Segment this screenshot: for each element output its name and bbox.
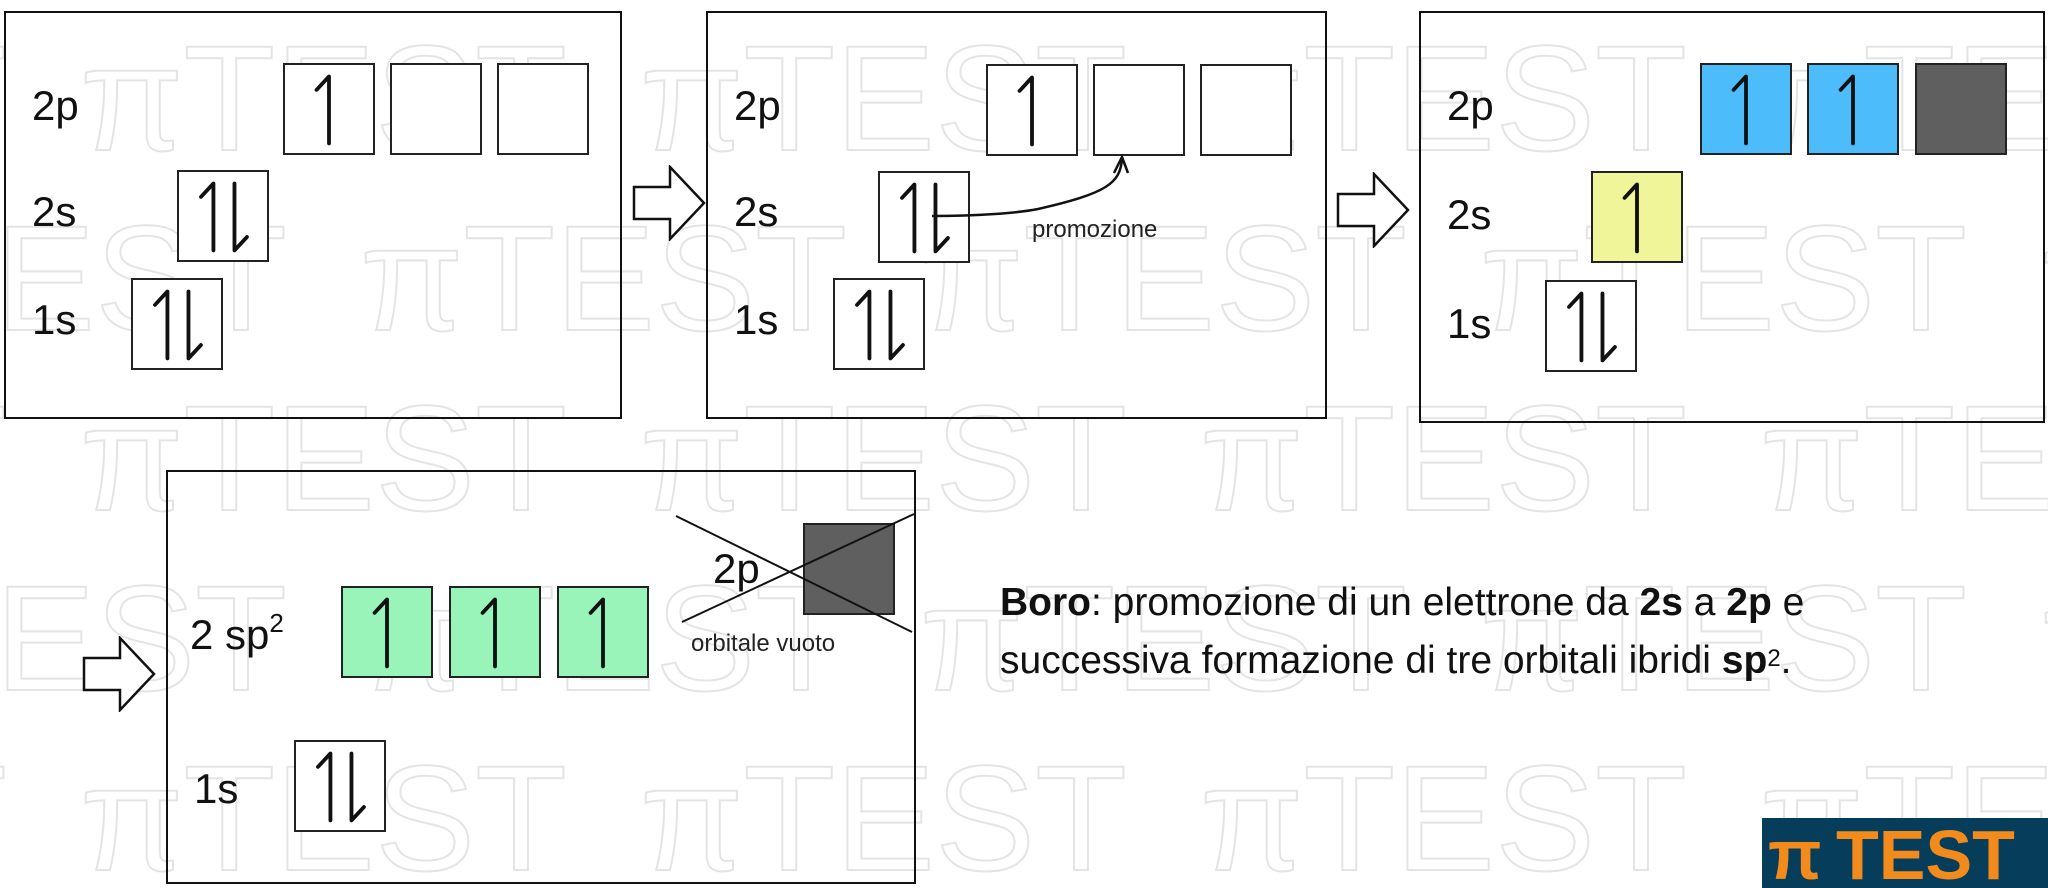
block-arrow-right-icon bbox=[82, 636, 156, 712]
spin-up-arrow bbox=[314, 74, 331, 146]
orbital-1s bbox=[833, 278, 925, 370]
panel-ground-state: 2p 2s 1s bbox=[4, 11, 622, 419]
label-2s: 2s bbox=[734, 188, 779, 235]
spin-up-arrow bbox=[855, 289, 872, 361]
block-arrow-right-icon bbox=[632, 165, 706, 241]
orbital-2s bbox=[1591, 171, 1683, 263]
orbital-2p-empty bbox=[803, 523, 895, 615]
empty-orbital-label: orbitale vuoto bbox=[691, 630, 836, 657]
label-2p-crossed: 2p bbox=[713, 545, 760, 592]
orbital-2s bbox=[177, 170, 269, 262]
caption: Boro: promozione di un elettrone da 2s a… bbox=[1000, 581, 1805, 682]
orbital-2p-3 bbox=[1200, 64, 1292, 156]
cross-out-mark bbox=[675, 513, 915, 633]
spin-down-arrow bbox=[933, 182, 950, 254]
orbital-sp2-3 bbox=[557, 586, 649, 678]
label-2p: 2p bbox=[1447, 82, 1494, 129]
orbital-2p-1 bbox=[986, 64, 1078, 156]
spin-down-arrow bbox=[1600, 291, 1617, 363]
orbital-2p-3-empty bbox=[1915, 63, 2007, 155]
label-2s: 2s bbox=[32, 188, 77, 235]
panel-hybridization: 2 sp2 1s 2p orbitale vuoto bbox=[166, 470, 916, 884]
panel-excited-state: 2p 2s 1s bbox=[1419, 11, 2045, 423]
orbital-2p-3 bbox=[497, 63, 589, 155]
promotion-label: promozione bbox=[1032, 216, 1158, 243]
spin-up-arrow bbox=[153, 289, 170, 361]
spin-up-arrow bbox=[1838, 74, 1855, 146]
spin-down-arrow bbox=[349, 751, 366, 823]
label-1s: 1s bbox=[194, 765, 239, 812]
spin-up-arrow bbox=[1622, 182, 1639, 254]
spin-up-arrow bbox=[900, 182, 917, 254]
orbital-1s bbox=[294, 740, 386, 832]
spin-up-arrow bbox=[372, 597, 389, 669]
orbital-2p-2 bbox=[1807, 63, 1899, 155]
pitest-logo: π TEST bbox=[1762, 818, 2048, 888]
logo-text: TEST bbox=[1836, 818, 2015, 888]
logo-pi: π bbox=[1768, 818, 1822, 888]
orbital-2p-1 bbox=[1700, 63, 1792, 155]
orbital-2p-2 bbox=[390, 63, 482, 155]
promotion-curved-arrow bbox=[931, 153, 1130, 218]
block-arrow-right-icon bbox=[1336, 172, 1410, 248]
label-1s: 1s bbox=[32, 296, 77, 343]
orbital-2p-1 bbox=[283, 63, 375, 155]
spin-up-arrow bbox=[1017, 75, 1034, 147]
spin-up-arrow bbox=[1567, 291, 1584, 363]
spin-up-arrow bbox=[316, 751, 333, 823]
label-2p: 2p bbox=[734, 82, 781, 129]
panel-promotion: 2p 2s 1s promozione bbox=[706, 11, 1327, 419]
spin-up-arrow bbox=[1731, 74, 1748, 146]
label-1s: 1s bbox=[1447, 300, 1492, 347]
orbital-2p-2 bbox=[1093, 64, 1185, 156]
label-sp2: 2 sp2 bbox=[190, 608, 284, 658]
spin-down-arrow bbox=[186, 289, 203, 361]
svg-text:πTEST: πTEST bbox=[2040, 554, 2048, 722]
spin-up-arrow bbox=[199, 181, 216, 253]
orbital-1s bbox=[1545, 280, 1637, 372]
svg-text:πTEST: πTEST bbox=[0, 734, 7, 888]
label-2p: 2p bbox=[32, 82, 79, 129]
label-2s: 2s bbox=[1447, 191, 1492, 238]
label-1s: 1s bbox=[734, 296, 779, 343]
spin-up-arrow bbox=[588, 597, 605, 669]
orbital-sp2-1 bbox=[341, 586, 433, 678]
svg-text:πTEST: πTEST bbox=[1200, 734, 1687, 888]
orbital-1s bbox=[131, 278, 223, 370]
spin-down-arrow bbox=[232, 181, 249, 253]
orbital-sp2-2 bbox=[449, 586, 541, 678]
spin-up-arrow bbox=[480, 597, 497, 669]
spin-down-arrow bbox=[888, 289, 905, 361]
